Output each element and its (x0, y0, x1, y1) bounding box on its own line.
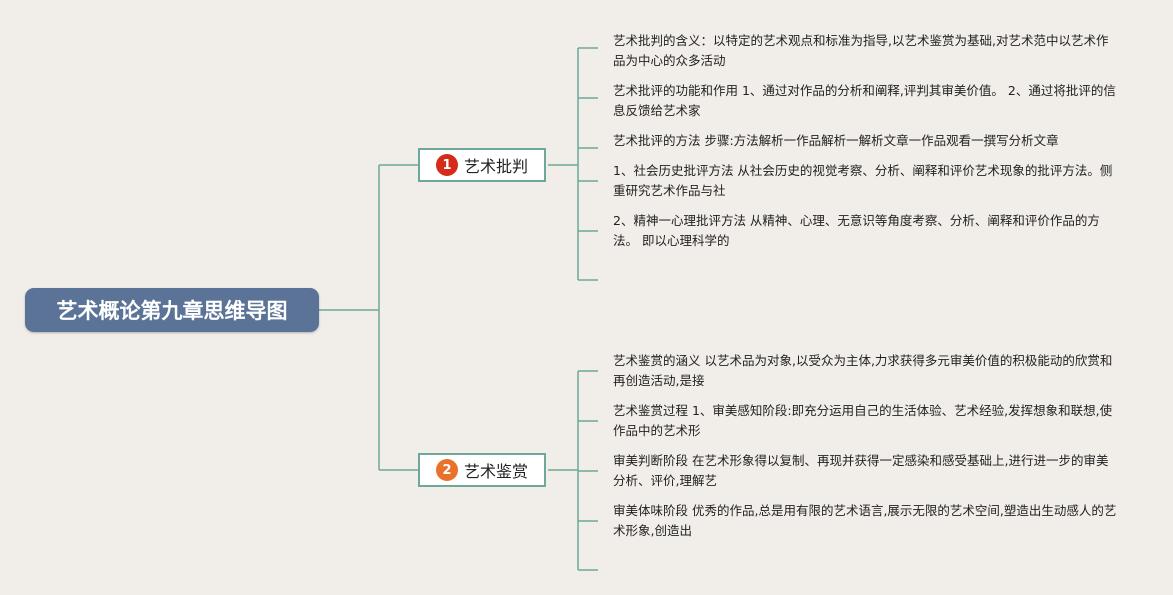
leaf-topic[interactable]: 艺术批评的功能和作用 1、通过对作品的分析和阐释,评判其审美价值。 2、通过将批… (613, 83, 1116, 118)
branch-art-appreciation[interactable]: 2 艺术鉴赏 (418, 453, 546, 487)
branch-label: 艺术鉴赏 (463, 462, 528, 481)
leaf-topic[interactable]: 1、社会历史批评方法 从社会历史的视觉考察、分析、阐释和评价艺术现象的批评方法。… (613, 163, 1113, 198)
leaf-topic[interactable]: 审美体味阶段 优秀的作品,总是用有限的艺术语言,展示无限的艺术空间,塑造出生动感… (613, 503, 1117, 538)
branch-art-criticism[interactable]: 1 艺术批判 (418, 148, 546, 182)
leaf-topic[interactable]: 艺术鉴赏的涵义 以艺术品为对象,以受众为主体,力求获得多元审美价值的积极能动的欣… (613, 353, 1113, 388)
number-badge: 1 (435, 154, 458, 176)
root-title: 艺术概论第九章思维导图 (56, 299, 288, 323)
leaf-topic[interactable]: 审美判断阶段 在艺术形象得以复制、再现并获得一定感染和感受基础上,进行进一步的审… (613, 453, 1109, 488)
number-badge: 2 (435, 459, 458, 481)
leaf-topic[interactable]: 艺术鉴赏过程 1、审美感知阶段:即充分运用自己的生活体验、艺术经验,发挥想象和联… (613, 403, 1113, 438)
leaf-topic[interactable]: 2、精神一心理批评方法 从精神、心理、无意识等角度考察、分析、阐释和评价作品的方… (613, 213, 1100, 248)
leaf-topic[interactable]: 艺术批判的含义：以特定的艺术观点和标准为指导,以艺术鉴赏为基础,对艺术范中以艺术… (613, 33, 1109, 68)
branch-label: 艺术批判 (463, 157, 528, 176)
root-topic[interactable]: 艺术概论第九章思维导图 (25, 288, 319, 332)
leaf-topic[interactable]: 艺术批评的方法 步骤:方法解析一作品解析一解析文章一作品观看一撰写分析文章 (613, 133, 1059, 148)
